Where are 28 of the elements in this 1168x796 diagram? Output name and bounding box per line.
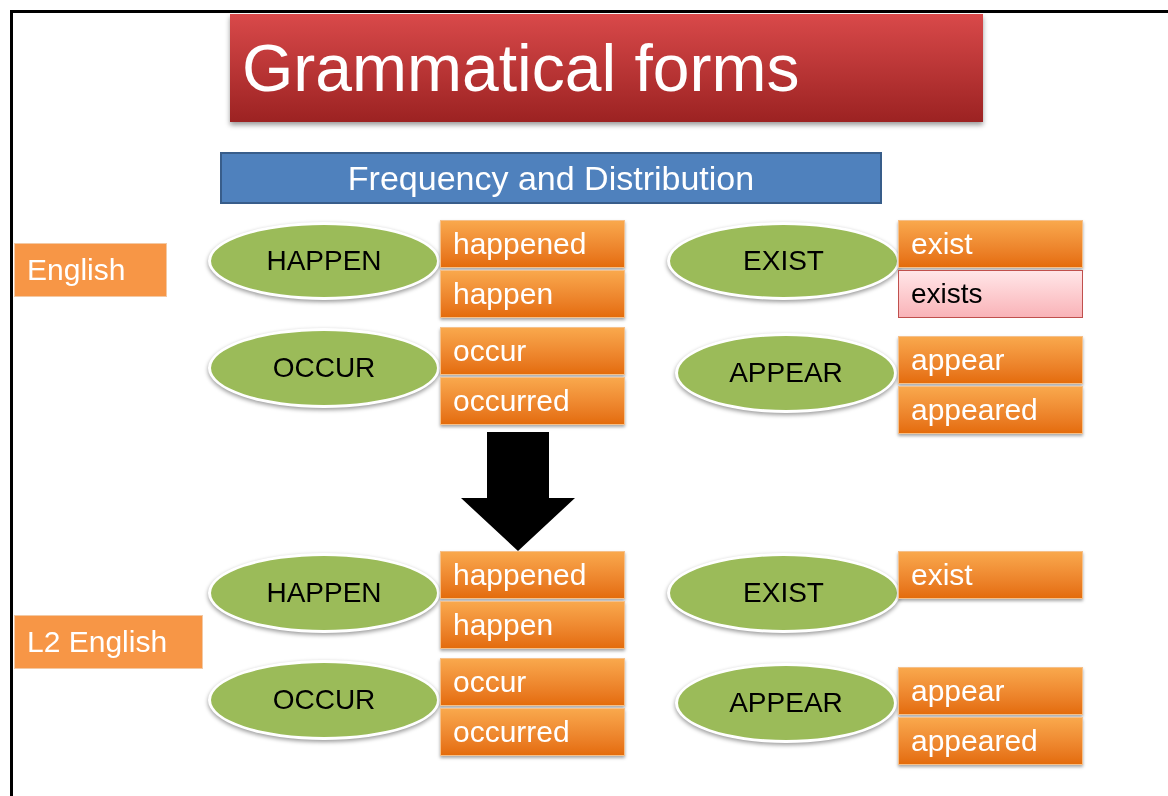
word-form-box: happened	[440, 551, 625, 599]
word-form-box: occurred	[440, 377, 625, 425]
word-form-box: exist	[898, 220, 1083, 268]
word-form-box: occurred	[440, 708, 625, 756]
verb-ellipse: APPEAR	[675, 663, 897, 743]
word-form-box: exists	[898, 270, 1083, 318]
verb-ellipse: EXIST	[667, 222, 900, 300]
word-form-box: appear	[898, 336, 1083, 384]
verb-ellipse: OCCUR	[208, 328, 440, 408]
word-form-box: occur	[440, 327, 625, 375]
verb-ellipse: HAPPEN	[208, 222, 440, 300]
heading-bar: Frequency and Distribution	[220, 152, 882, 204]
title-banner: Grammatical forms	[230, 14, 983, 122]
word-form-box: appeared	[898, 386, 1083, 434]
word-form-box: happen	[440, 270, 625, 318]
word-form-box: occur	[440, 658, 625, 706]
word-form-box: happen	[440, 601, 625, 649]
verb-ellipse: HAPPEN	[208, 553, 440, 633]
word-form-box: appear	[898, 667, 1083, 715]
verb-ellipse: APPEAR	[675, 333, 897, 413]
block-arrow	[461, 432, 575, 551]
verb-ellipse: EXIST	[667, 553, 900, 633]
label-box: English	[14, 243, 167, 297]
word-form-box: exist	[898, 551, 1083, 599]
word-form-box: appeared	[898, 717, 1083, 765]
verb-ellipse: OCCUR	[208, 660, 440, 740]
word-form-box: happened	[440, 220, 625, 268]
label-box: L2 English	[14, 615, 203, 669]
